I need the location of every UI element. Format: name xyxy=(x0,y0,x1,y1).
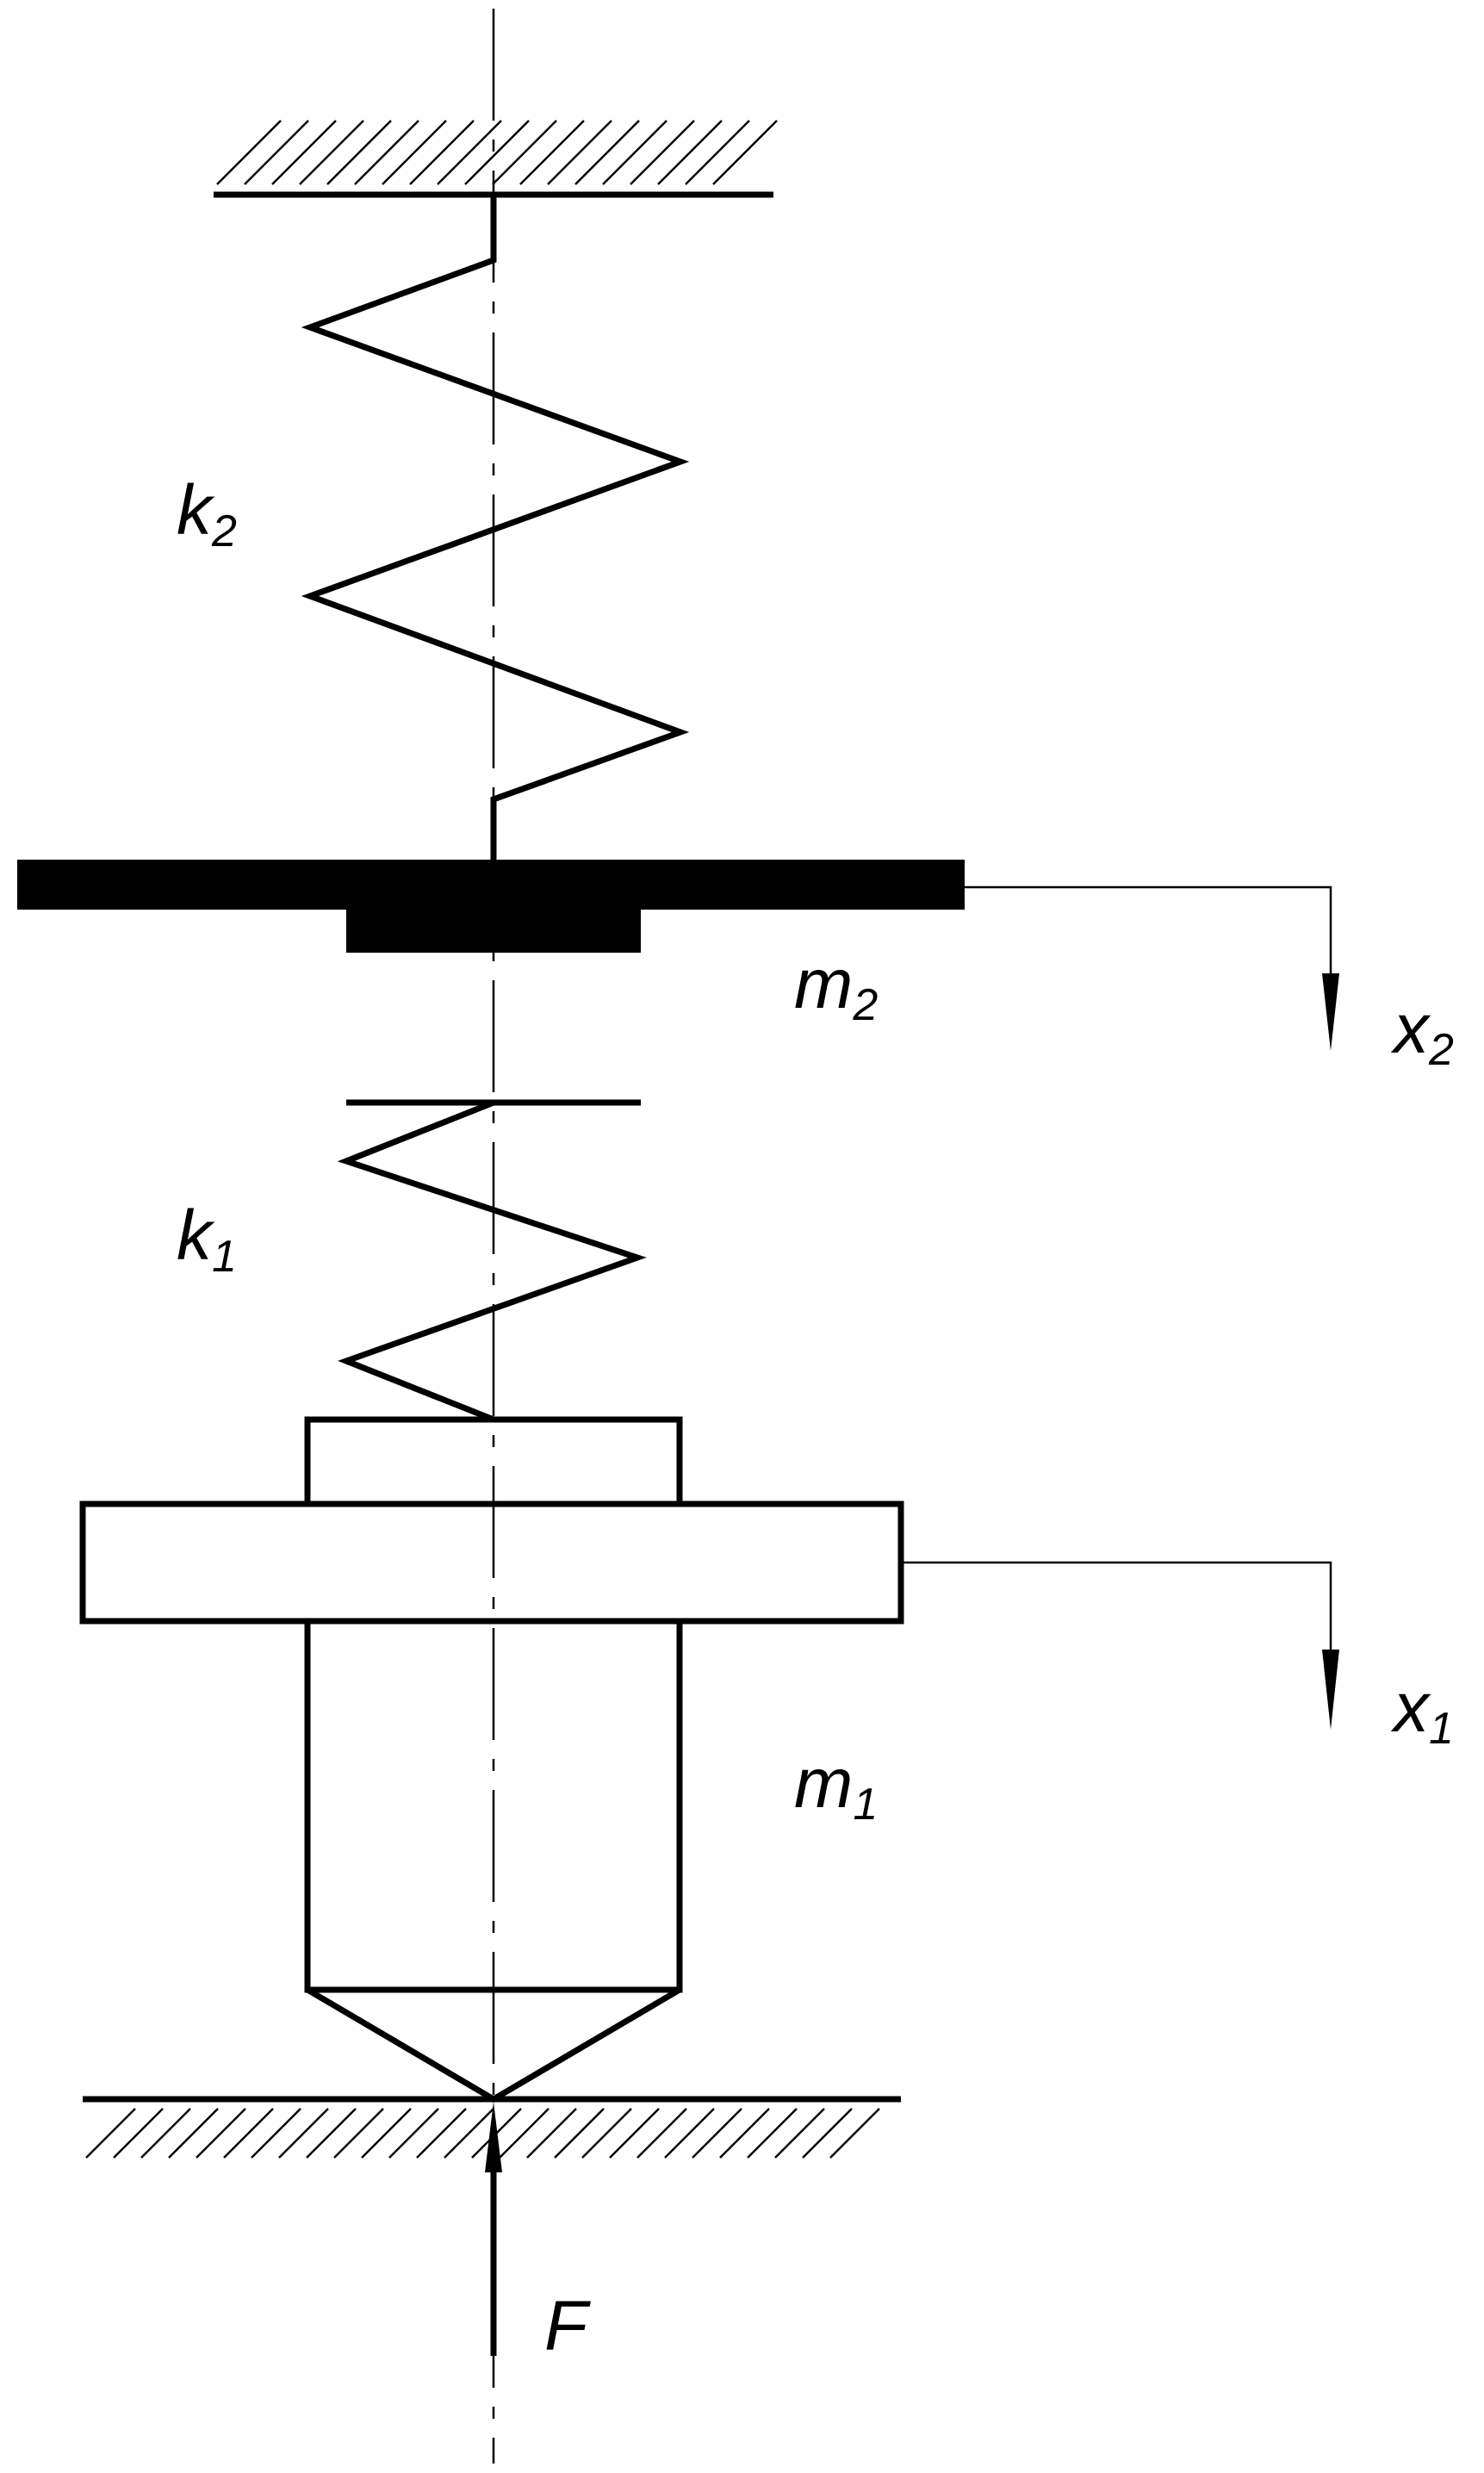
mass-m1-flange xyxy=(79,1501,904,1625)
hatch-line xyxy=(829,2108,880,2159)
hatch-line xyxy=(664,2108,715,2159)
displacement-x2-indicator xyxy=(965,885,1339,1051)
hatch-line xyxy=(581,2108,632,2159)
hatch-line xyxy=(437,120,502,185)
hatch-line xyxy=(196,2108,246,2159)
mass-m2-boss xyxy=(346,904,641,953)
hatch-line xyxy=(382,120,447,185)
hatch-line xyxy=(271,120,337,185)
hatch-line xyxy=(140,2108,191,2159)
hatch-line xyxy=(361,2108,412,2159)
hatch-line xyxy=(492,120,557,185)
label-k1: k1 xyxy=(177,1196,237,1282)
hatch-line xyxy=(526,2108,577,2159)
bottom-ground-hatching xyxy=(85,2108,880,2159)
hatch-line xyxy=(85,2108,136,2159)
top-ground-support xyxy=(214,120,778,198)
mass-m1 xyxy=(79,1416,904,2103)
hatch-line xyxy=(333,2108,384,2159)
hatch-line xyxy=(168,2108,219,2159)
hatch-line xyxy=(712,120,778,185)
hatch-line xyxy=(388,2108,439,2159)
mass-m2-plate xyxy=(17,860,965,910)
hatch-line xyxy=(657,120,723,185)
hatch-line xyxy=(416,2108,467,2159)
label-m2: m2 xyxy=(794,945,878,1030)
label-x1: x1 xyxy=(1390,1668,1454,1754)
displacement-x1-indicator xyxy=(901,1561,1339,1730)
hatch-line xyxy=(692,2108,742,2159)
hatch-line xyxy=(464,120,530,185)
arrow-x2-head xyxy=(1322,973,1339,1051)
hatch-line xyxy=(306,2108,357,2159)
force-f-arrow xyxy=(485,2102,502,2356)
hatch-line xyxy=(774,2108,825,2159)
label-k2: k2 xyxy=(177,471,237,556)
spring-k1 xyxy=(337,1099,647,1423)
hatch-line xyxy=(719,2108,770,2159)
hatch-line xyxy=(630,120,695,185)
label-force-f: F xyxy=(544,2287,591,2365)
hatch-line xyxy=(636,2108,687,2159)
hatch-line xyxy=(278,2108,329,2159)
spring-k2 xyxy=(301,195,690,860)
hatch-line xyxy=(326,120,392,185)
hatch-line xyxy=(113,2108,164,2159)
hatch-line xyxy=(251,2108,301,2159)
hatch-line xyxy=(409,120,475,185)
mass-m2 xyxy=(17,860,965,953)
hatch-line xyxy=(685,120,750,185)
label-x2: x2 xyxy=(1390,990,1454,1075)
force-arrow-head xyxy=(485,2102,502,2172)
hatch-line xyxy=(499,2108,550,2159)
hatch-line xyxy=(223,2108,274,2159)
hatch-line xyxy=(216,120,282,185)
hatch-line xyxy=(354,120,419,185)
hatch-line xyxy=(547,120,612,185)
top-ground-hatching xyxy=(216,120,778,185)
hatch-line xyxy=(747,2108,798,2159)
mass-m1-body xyxy=(304,1621,683,1993)
label-m1: m1 xyxy=(794,1744,878,1830)
hatch-line xyxy=(802,2108,853,2159)
hatch-line xyxy=(519,120,585,185)
hatch-line xyxy=(554,2108,605,2159)
hatch-line xyxy=(574,120,640,185)
hatch-line xyxy=(602,120,667,185)
arrow-x1-head xyxy=(1322,1650,1339,1730)
hatch-line xyxy=(444,2108,494,2159)
hatch-line xyxy=(299,120,364,185)
hatch-line xyxy=(244,120,309,185)
hatch-line xyxy=(609,2108,660,2159)
